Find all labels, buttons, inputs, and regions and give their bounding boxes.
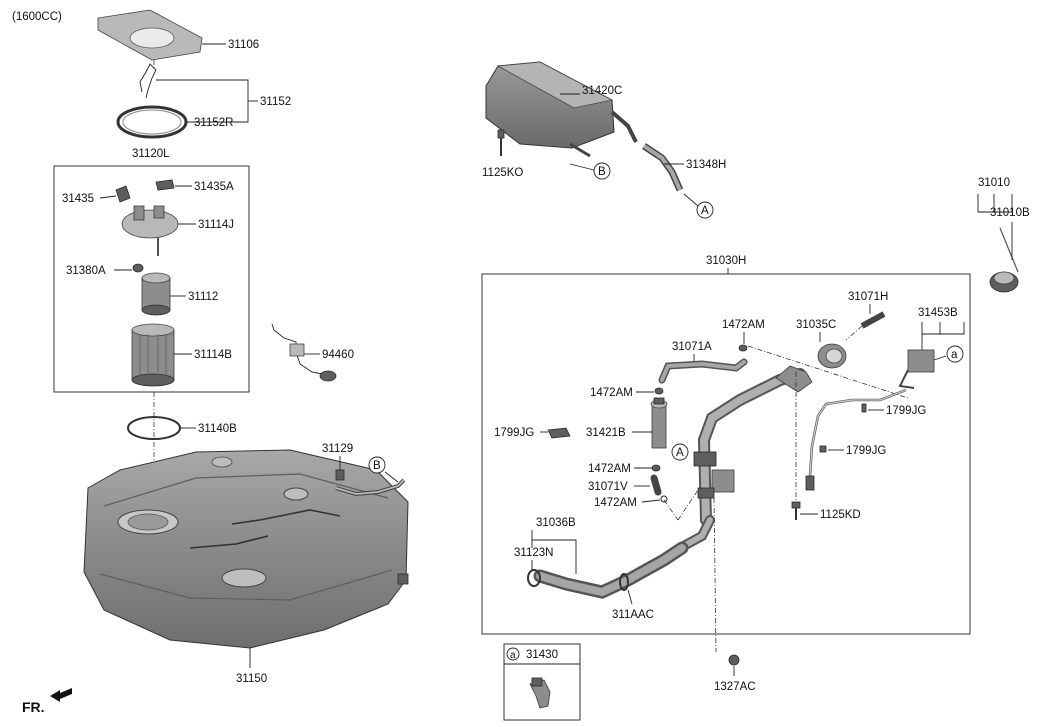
- part-label-31435A: 31435A: [194, 181, 234, 193]
- part-label-31030H: 31030H: [706, 255, 746, 267]
- part-label-1472AM-low: 1472AM: [588, 463, 631, 475]
- part-label-1799JG-right-a: 1799JG: [886, 405, 926, 417]
- part-label-31071A: 31071A: [672, 341, 712, 353]
- part-label-31010B: 31010B: [990, 207, 1030, 219]
- hose-31071a-drawing: [658, 358, 748, 384]
- pump-assembly-box: [53, 165, 250, 393]
- part-label-31152: 31152: [260, 96, 291, 108]
- ref-circle-A-top: [696, 201, 714, 219]
- hose-31071v-drawing: [650, 474, 662, 496]
- part-label-1799JG-right-b: 1799JG: [846, 445, 886, 457]
- part-label-31106: 31106: [228, 39, 259, 51]
- flange-drawing: [121, 205, 179, 256]
- nut-1327ac-drawing: [728, 654, 740, 666]
- valve-31421b-drawing: [650, 397, 668, 449]
- part-label-31150: 31150: [236, 673, 267, 685]
- ref-label-a-inset: a: [510, 650, 516, 661]
- hose-31071h-drawing: [860, 311, 886, 329]
- part-label-31120L: 31120L: [132, 148, 170, 160]
- part-label-31421B: 31421B: [586, 427, 626, 439]
- ring-drawing: [116, 105, 188, 139]
- clamp-311aac-drawing: [619, 573, 629, 591]
- part-label-31348H: 31348H: [686, 159, 726, 171]
- oring-small-drawing: [132, 263, 144, 273]
- filter-drawing: [131, 323, 175, 387]
- part-label-1472AM-mid: 1472AM: [590, 387, 633, 399]
- ref-label-A-top: A: [701, 205, 709, 217]
- part-label-31453B: 31453B: [918, 307, 958, 319]
- hose-31036b-drawing: [533, 541, 689, 599]
- part-label-31114B: 31114B: [194, 349, 232, 361]
- bolt-ko-drawing: [497, 129, 505, 156]
- ref-circle-a-inset: [506, 647, 520, 661]
- canister-drawing: [485, 61, 638, 158]
- clip-drawing: [115, 185, 131, 203]
- part-label-311AAC: 311AAC: [612, 609, 654, 621]
- sensor-wire-drawing: [139, 63, 157, 99]
- part-label-31129: 31129: [322, 443, 353, 455]
- wire-harness-drawing: [805, 388, 907, 491]
- part-label-31035C: 31035C: [796, 319, 836, 331]
- part-label-1327AC: 1327AC: [714, 681, 756, 693]
- part-label-31071H: 31071H: [848, 291, 888, 303]
- ref-circle-A-mid: [671, 443, 689, 461]
- part-label-31036B: 31036B: [536, 517, 576, 529]
- part-label-1472AM-top: 1472AM: [722, 319, 765, 331]
- part-label-1472AM-bot: 1472AM: [594, 497, 637, 509]
- part-label-31140B: 31140B: [198, 423, 237, 435]
- part-label-31114J: 31114J: [198, 219, 234, 231]
- valve-31430-drawing: [529, 677, 551, 709]
- ref-circle-B-left: [368, 456, 386, 474]
- part-label-31380A: 31380A: [66, 265, 106, 277]
- cover-plate-drawing: [97, 9, 203, 61]
- hose-31348h-drawing: [642, 143, 684, 192]
- part-label-1799JG-left: 1799JG: [494, 427, 534, 439]
- part-label-31071V: 31071V: [588, 481, 628, 493]
- ref-label-A-mid: A: [676, 447, 684, 459]
- part-label-31010: 31010: [978, 177, 1010, 189]
- sender-drawing: [271, 323, 337, 382]
- inset-31430-box: [503, 643, 581, 721]
- ref-label-B-left: B: [373, 460, 381, 472]
- fuel-cap-drawing: [989, 227, 1019, 293]
- ref-label-a: a: [951, 349, 958, 361]
- clamp-bot-drawing: [660, 495, 668, 503]
- filler-assembly-box: [481, 273, 971, 635]
- front-marker: FR.: [22, 699, 45, 715]
- bolt-kd-drawing: [791, 501, 801, 520]
- arrow-icon: [50, 688, 72, 702]
- clip-1799jg-left-drawing: [547, 427, 571, 439]
- part-label-31112: 31112: [188, 291, 218, 303]
- valve-31453b-drawing: [898, 349, 935, 389]
- part-label-31435: 31435: [62, 193, 94, 205]
- ref-circle-a: [946, 345, 964, 363]
- part-label-31123N: 31123N: [514, 547, 553, 559]
- filler-pipe-drawing: [675, 365, 813, 553]
- part-label-31420C: 31420C: [582, 85, 622, 97]
- part-label-1125KD: 1125KD: [820, 509, 861, 521]
- ref-circle-B-right: [593, 162, 611, 180]
- clamp-mid-drawing: [654, 387, 664, 395]
- clamp-top-drawing: [738, 344, 748, 352]
- engine-label: (1600CC): [12, 11, 62, 23]
- part-label-1125KO: 1125KO: [482, 167, 523, 179]
- connector-drawing: [155, 179, 175, 191]
- pump-drawing: [141, 272, 171, 316]
- fuel-tank-drawing: [83, 449, 409, 649]
- part-label-31430: 31430: [526, 649, 558, 661]
- part-label-94460: 94460: [322, 349, 354, 361]
- filler-neck-cap-drawing: [817, 343, 847, 369]
- clamp-31123n-drawing: [527, 569, 541, 587]
- part-label-31152R: 31152R: [194, 117, 233, 129]
- clamp-low-drawing: [651, 464, 661, 472]
- ref-label-B-right: B: [598, 166, 606, 178]
